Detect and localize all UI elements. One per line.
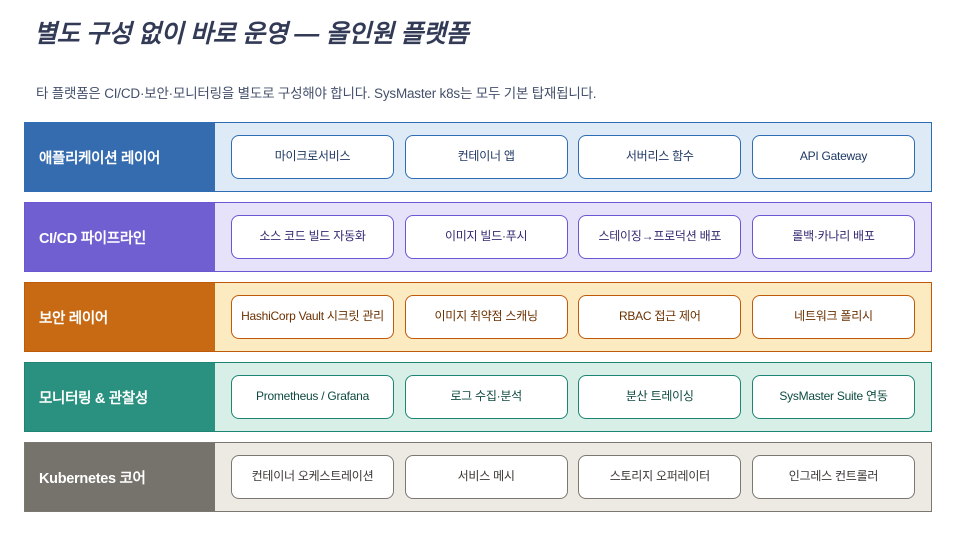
layer-items-cicd: 소스 코드 빌드 자동화 이미지 빌드·푸시 스테이징→프로덕션 배포 롤백·카… (215, 203, 931, 271)
chip-kubernetes-2[interactable]: 서비스 메시 (404, 455, 568, 499)
chip-security-3[interactable]: RBAC 접근 제어 (578, 295, 742, 339)
chip-monitoring-4[interactable]: SysMaster Suite 연동 (751, 375, 915, 419)
layer-items-security: HashiCorp Vault 시크릿 관리 이미지 취약점 스캐닝 RBAC … (215, 283, 931, 351)
chip-security-1[interactable]: HashiCorp Vault 시크릿 관리 (231, 295, 394, 339)
chip-cicd-4[interactable]: 롤백·카나리 배포 (751, 215, 915, 259)
chip-monitoring-3[interactable]: 분산 트레이싱 (578, 375, 742, 419)
chip-monitoring-2[interactable]: 로그 수집·분석 (404, 375, 568, 419)
layer-stack: 애플리케이션 레이어 마이크로서비스 컨테이너 앱 서버리스 함수 API Ga… (24, 122, 932, 512)
layer-items-monitoring: Prometheus / Grafana 로그 수집·분석 분산 트레이싱 Sy… (215, 363, 931, 431)
chip-security-2[interactable]: 이미지 취약점 스캐닝 (404, 295, 568, 339)
chip-kubernetes-3[interactable]: 스토리지 오퍼레이터 (578, 455, 742, 499)
chip-monitoring-1[interactable]: Prometheus / Grafana (231, 375, 394, 419)
layer-items-application: 마이크로서비스 컨테이너 앱 서버리스 함수 API Gateway (215, 123, 931, 191)
chip-security-4[interactable]: 네트워크 폴리시 (751, 295, 915, 339)
layer-label-kubernetes: Kubernetes 코어 (25, 443, 215, 511)
chip-cicd-2[interactable]: 이미지 빌드·푸시 (404, 215, 568, 259)
layer-label-security: 보안 레이어 (25, 283, 215, 351)
layer-label-application: 애플리케이션 레이어 (25, 123, 215, 191)
chip-kubernetes-1[interactable]: 컨테이너 오케스트레이션 (231, 455, 394, 499)
page-subtitle: 타 플랫폼은 CI/CD·보안·모니터링을 별도로 구성해야 합니다. SysM… (36, 86, 597, 101)
layer-items-kubernetes: 컨테이너 오케스트레이션 서비스 메시 스토리지 오퍼레이터 인그레스 컨트롤러 (215, 443, 931, 511)
chip-application-4[interactable]: API Gateway (751, 135, 915, 179)
chip-cicd-1[interactable]: 소스 코드 빌드 자동화 (231, 215, 394, 259)
layer-row-security: 보안 레이어 HashiCorp Vault 시크릿 관리 이미지 취약점 스캐… (24, 282, 932, 352)
layer-label-cicd: CI/CD 파이프라인 (25, 203, 215, 271)
layer-row-monitoring: 모니터링 & 관찰성 Prometheus / Grafana 로그 수집·분석… (24, 362, 932, 432)
page-title: 별도 구성 없이 바로 운영 — 올인원 플랫폼 (34, 20, 469, 48)
chip-cicd-3[interactable]: 스테이징→프로덕션 배포 (578, 215, 742, 259)
chip-application-3[interactable]: 서버리스 함수 (578, 135, 742, 179)
layer-row-kubernetes: Kubernetes 코어 컨테이너 오케스트레이션 서비스 메시 스토리지 오… (24, 442, 932, 512)
chip-application-1[interactable]: 마이크로서비스 (231, 135, 394, 179)
layer-label-monitoring: 모니터링 & 관찰성 (25, 363, 215, 431)
chip-kubernetes-4[interactable]: 인그레스 컨트롤러 (751, 455, 915, 499)
layer-row-application: 애플리케이션 레이어 마이크로서비스 컨테이너 앱 서버리스 함수 API Ga… (24, 122, 932, 192)
layer-row-cicd: CI/CD 파이프라인 소스 코드 빌드 자동화 이미지 빌드·푸시 스테이징→… (24, 202, 932, 272)
chip-application-2[interactable]: 컨테이너 앱 (404, 135, 568, 179)
